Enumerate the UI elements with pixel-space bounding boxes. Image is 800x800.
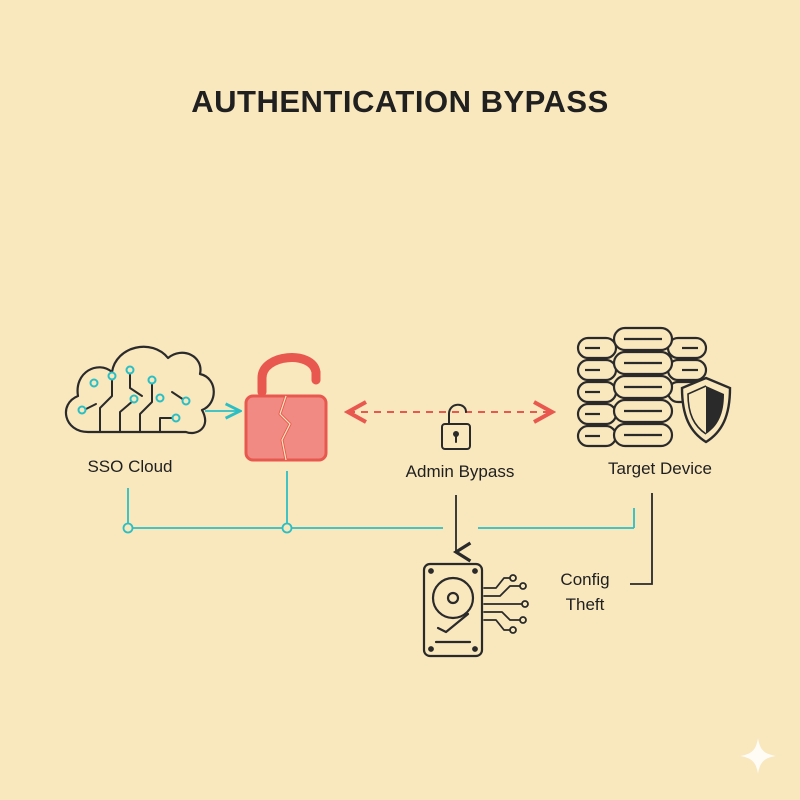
circuit-cloud-icon — [64, 345, 215, 435]
config-theft-line2: Theft — [565, 595, 605, 614]
target-to-config-line — [630, 493, 653, 585]
teal-connector-network — [122, 471, 635, 534]
sparkle-icon — [740, 738, 776, 774]
server-stack-shield-icon — [576, 326, 732, 448]
hard-drive-circuit-icon — [422, 562, 529, 658]
broken-padlock-icon — [244, 353, 328, 462]
config-theft-label: Config Theft — [540, 567, 630, 617]
diagram-title: AUTHENTICATION BYPASS — [191, 84, 609, 119]
sso-cloud-label: SSO Cloud — [87, 457, 173, 476]
target-device-label: Target Device — [608, 459, 712, 478]
open-padlock-icon — [441, 403, 471, 450]
config-theft-line1: Config — [560, 570, 610, 589]
admin-bypass-label: Admin Bypass — [405, 462, 515, 481]
